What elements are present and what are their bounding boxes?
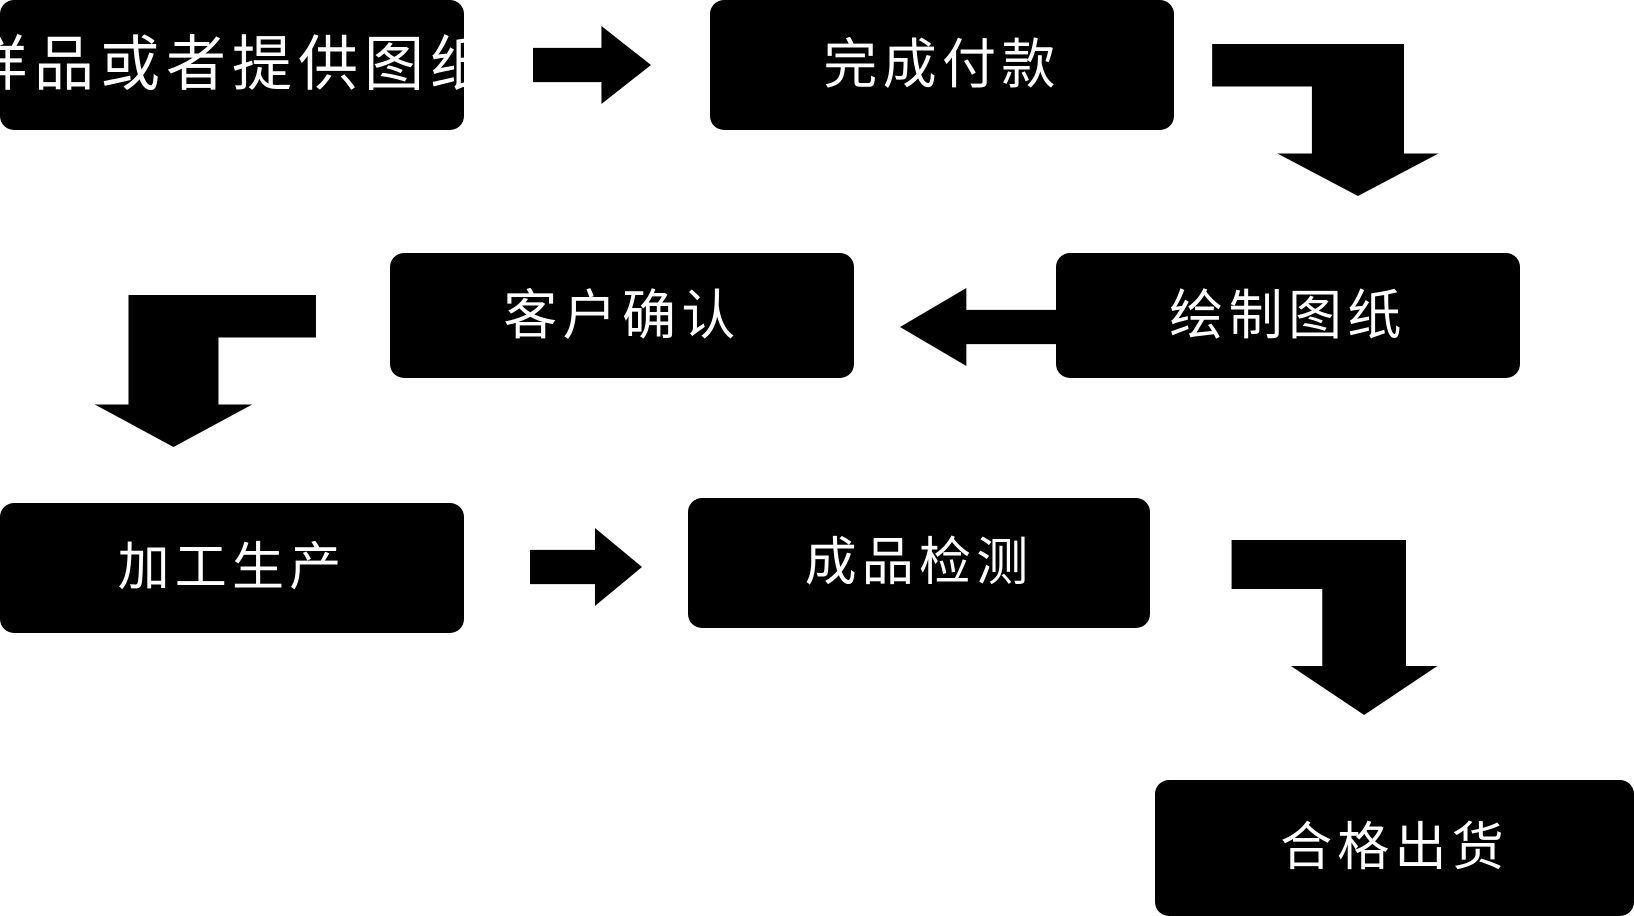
arrow-elbow-right-down-icon: [1231, 540, 1438, 715]
arrow-left-icon: [900, 288, 1058, 366]
flow-node-draw-blueprint[interactable]: 绘制图纸: [1056, 253, 1520, 378]
flow-node-label: 客户确认: [503, 285, 741, 346]
flow-node-label: 样品或者提供图纸: [0, 31, 496, 98]
flow-node-finished-product-inspection[interactable]: 成品检测: [688, 498, 1150, 628]
flow-node-label: 绘制图纸: [1169, 285, 1407, 346]
flow-node-complete-payment[interactable]: 完成付款: [710, 0, 1174, 130]
arrow-elbow-right-down-icon: [1212, 44, 1439, 196]
arrow-right-icon: [530, 528, 642, 606]
flow-node-label: 成品检测: [804, 534, 1034, 592]
flow-node-customer-confirm[interactable]: 客户确认: [390, 253, 854, 378]
flow-node-label: 加工生产: [117, 539, 347, 597]
flow-node-sample-or-drawing[interactable]: 样品或者提供图纸: [0, 0, 490, 130]
arrow-elbow-left-down-icon: [94, 295, 316, 447]
flow-node-label: 合格出货: [1280, 819, 1509, 877]
arrow-right-icon: [533, 26, 651, 104]
flow-node-qualified-shipment[interactable]: 合格出货: [1155, 780, 1634, 916]
flow-node-processing-production[interactable]: 加工生产: [0, 503, 464, 633]
flow-node-label: 完成付款: [823, 35, 1061, 95]
